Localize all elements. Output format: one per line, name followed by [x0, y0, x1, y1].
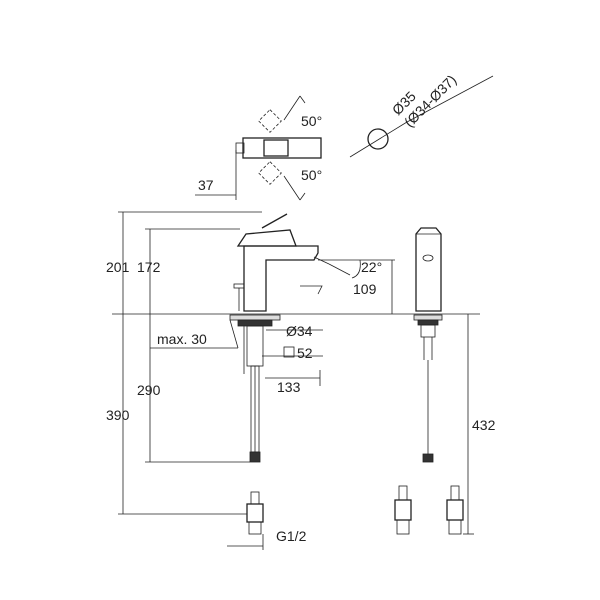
spout-angle-arc: [351, 259, 361, 279]
popup-lever: [233, 283, 245, 289]
offset-label: 37: [198, 177, 214, 193]
top-view: 50° 50° 37: [195, 95, 322, 201]
top-view-aerator: [235, 142, 245, 154]
connector-body: [246, 503, 264, 523]
spout-reach-label: 133: [277, 379, 301, 395]
faucet-body: [243, 245, 319, 312]
spout-depth-label: 109: [353, 281, 377, 297]
spout-height-label: 172: [137, 259, 161, 275]
front-washer: [413, 314, 443, 321]
max-thickness-pointer: [229, 319, 239, 349]
handle-lever-raised: [261, 213, 288, 229]
spout-tip: [313, 256, 330, 265]
hole-diagonal: [349, 121, 408, 158]
front-view: 432: [394, 227, 496, 535]
base-washer: [229, 314, 281, 321]
side-hose-length-label: 432: [472, 417, 496, 433]
hole-circle: [367, 128, 389, 150]
left-connector-thread: [396, 519, 410, 535]
mount-stud: [246, 325, 264, 367]
right-connector-body: [446, 499, 464, 521]
base-diameter-label: Ø34: [286, 323, 313, 339]
total-height-label: 201: [106, 259, 130, 275]
front-nut: [417, 319, 439, 326]
spout-flow-indicator: [300, 285, 323, 295]
faucet-handle: [236, 229, 297, 247]
front-aerator: [422, 254, 434, 262]
base-square-label: 52: [297, 345, 313, 361]
hose-length-label: 390: [106, 407, 130, 423]
side-view: 22° 109 201 172 max. 30 Ø34 52 133 290: [106, 211, 480, 550]
top-view-handle-rotated-down: [258, 161, 282, 185]
spout-angle-ray: [328, 263, 351, 276]
front-rod-end: [422, 453, 434, 463]
angle-line-lower: [283, 175, 301, 201]
left-connector-body: [394, 499, 412, 521]
right-connector-thread: [448, 519, 462, 535]
base-nut: [237, 319, 273, 327]
square-symbol: [283, 346, 295, 358]
top-view-handle: [263, 139, 289, 157]
top-view-body: [242, 137, 322, 159]
left-connector-top: [398, 485, 408, 501]
mounting-hole: Ø35 (Ø34-Ø37): [349, 71, 494, 158]
spout-angle-label: 22°: [361, 259, 382, 275]
angle-arrow-lower: [299, 192, 306, 201]
connector-top: [250, 491, 260, 505]
rod-length-label: 290: [137, 382, 161, 398]
max-thickness-label: max. 30: [157, 331, 207, 347]
angle-arrow-upper: [299, 95, 306, 104]
hole-leader: [406, 75, 494, 123]
front-stud: [420, 324, 436, 338]
right-connector-top: [450, 485, 460, 501]
top-view-handle-rotated-up: [258, 109, 282, 133]
front-body: [415, 227, 442, 312]
connector-thread: [248, 521, 262, 535]
thread-label: G1/2: [276, 528, 307, 544]
angle-line-upper: [283, 95, 301, 121]
angle-label-upper: 50°: [301, 113, 322, 129]
angle-label-lower: 50°: [301, 167, 322, 183]
supply-rod-end: [249, 451, 261, 463]
